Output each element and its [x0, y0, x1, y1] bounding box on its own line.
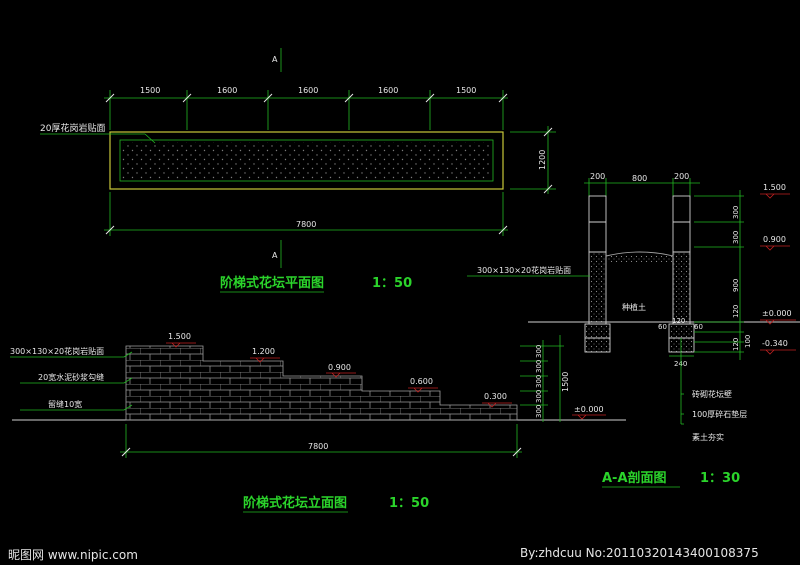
section-level-3: ±0.000: [762, 309, 792, 318]
elevation-callout-facing: 300×130×20花岗岩贴面: [10, 346, 104, 356]
elevation-total-dim: 7800: [308, 442, 328, 451]
plan-callout: 20厚花岗岩贴面: [40, 122, 105, 134]
section-level-4: -0.340: [762, 339, 788, 348]
elevation-view: 300×130×20花岗岩贴面 20宽水泥砂浆勾缝 留缝10宽 1.500 1.…: [10, 332, 626, 513]
elevation-base-level: ±0.000: [574, 405, 604, 414]
elevation-level-3: 0.900: [328, 363, 351, 372]
plan-dim-4: 1600: [378, 86, 398, 95]
section-view: 200 800 200 种植土 300×130×20花岗岩贴面: [467, 172, 800, 488]
plan-section-mark-top: A: [272, 55, 278, 64]
footer-left-text: 昵图网 www.nipic.com: [8, 548, 138, 562]
elevation-total-height: 1500: [561, 372, 570, 392]
section-scale: 1：30: [700, 471, 740, 486]
elevation-callout-joint: 留缝10宽: [48, 399, 82, 409]
section-level-2: 0.900: [763, 235, 786, 244]
section-bottom-dim-2: 120: [672, 317, 685, 325]
section-top-dim-2: 800: [632, 174, 647, 183]
elevation-scale: 1：50: [389, 496, 429, 511]
section-right-wall: [672, 251, 691, 325]
section-right-dim-6: 120: [732, 338, 740, 351]
section-right-dim-4: 120: [732, 305, 740, 318]
plan-dim-5: 1500: [456, 86, 476, 95]
section-top-dim-3: 200: [674, 172, 689, 181]
section-soil-label: 种植土: [622, 302, 646, 312]
section-right-dim-3: 900: [732, 279, 740, 292]
plan-soil-hatch: [122, 142, 491, 179]
elevation-callout-mortar: 20宽水泥砂浆勾缝: [38, 372, 104, 382]
plan-dim-3: 1600: [298, 86, 318, 95]
section-legend-3: 素土夯实: [692, 432, 724, 442]
section-right-dim-5: 100: [744, 335, 752, 348]
section-bottom-dim-1: 60: [658, 323, 667, 331]
section-legend-1: 砖砌花坛壁: [692, 389, 732, 399]
elevation-level-5: 0.300: [484, 392, 507, 401]
section-soil: [607, 256, 672, 262]
elevation-rise-5: 300: [535, 405, 543, 418]
section-right-dim-2: 300: [732, 231, 740, 244]
elevation-rise-3: 300: [535, 375, 543, 388]
plan-title: 阶梯式花坛平面图: [220, 275, 324, 291]
section-legend-2: 100厚碎石垫层: [692, 409, 747, 419]
section-right-dim-1: 300: [732, 206, 740, 219]
elevation-level-1: 1.500: [168, 332, 191, 341]
plan-planter-outline: [109, 131, 504, 190]
plan-scale: 1：50: [372, 276, 412, 291]
plan-total-dim: 7800: [296, 220, 316, 229]
plan-dim-1: 1500: [140, 86, 160, 95]
section-top-dim-1: 200: [590, 172, 605, 181]
section-title: A-A剖面图: [602, 470, 667, 486]
elevation-rise-4: 300: [535, 390, 543, 403]
section-left-wall: [588, 251, 607, 325]
footer-right-text: By:zhdcuu No:20110320143400108375: [520, 546, 759, 560]
plan-dim-2: 1600: [217, 86, 237, 95]
section-callout: 300×130×20花岗岩贴面: [477, 265, 571, 275]
watermark-footer: 昵图网 www.nipic.com By:zhdcuu No:201103201…: [0, 543, 800, 565]
plan-side-dim: 1200: [538, 150, 547, 170]
plan-view: A A 1500 1600 1600 1600 1500: [40, 48, 556, 293]
elevation-rise-1: 300: [535, 345, 543, 358]
elevation-level-4: 0.600: [410, 377, 433, 386]
elevation-rise-2: 300: [535, 360, 543, 373]
plan-section-mark-bottom: A: [272, 251, 278, 260]
section-bottom-dim-3: 60: [694, 323, 703, 331]
elevation-brick-steps: [125, 345, 518, 421]
plan-planter-inner: [119, 139, 494, 182]
section-level-1: 1.500: [763, 183, 786, 192]
elevation-level-2: 1.200: [252, 347, 275, 356]
elevation-title: 阶梯式花坛立面图: [243, 495, 347, 511]
